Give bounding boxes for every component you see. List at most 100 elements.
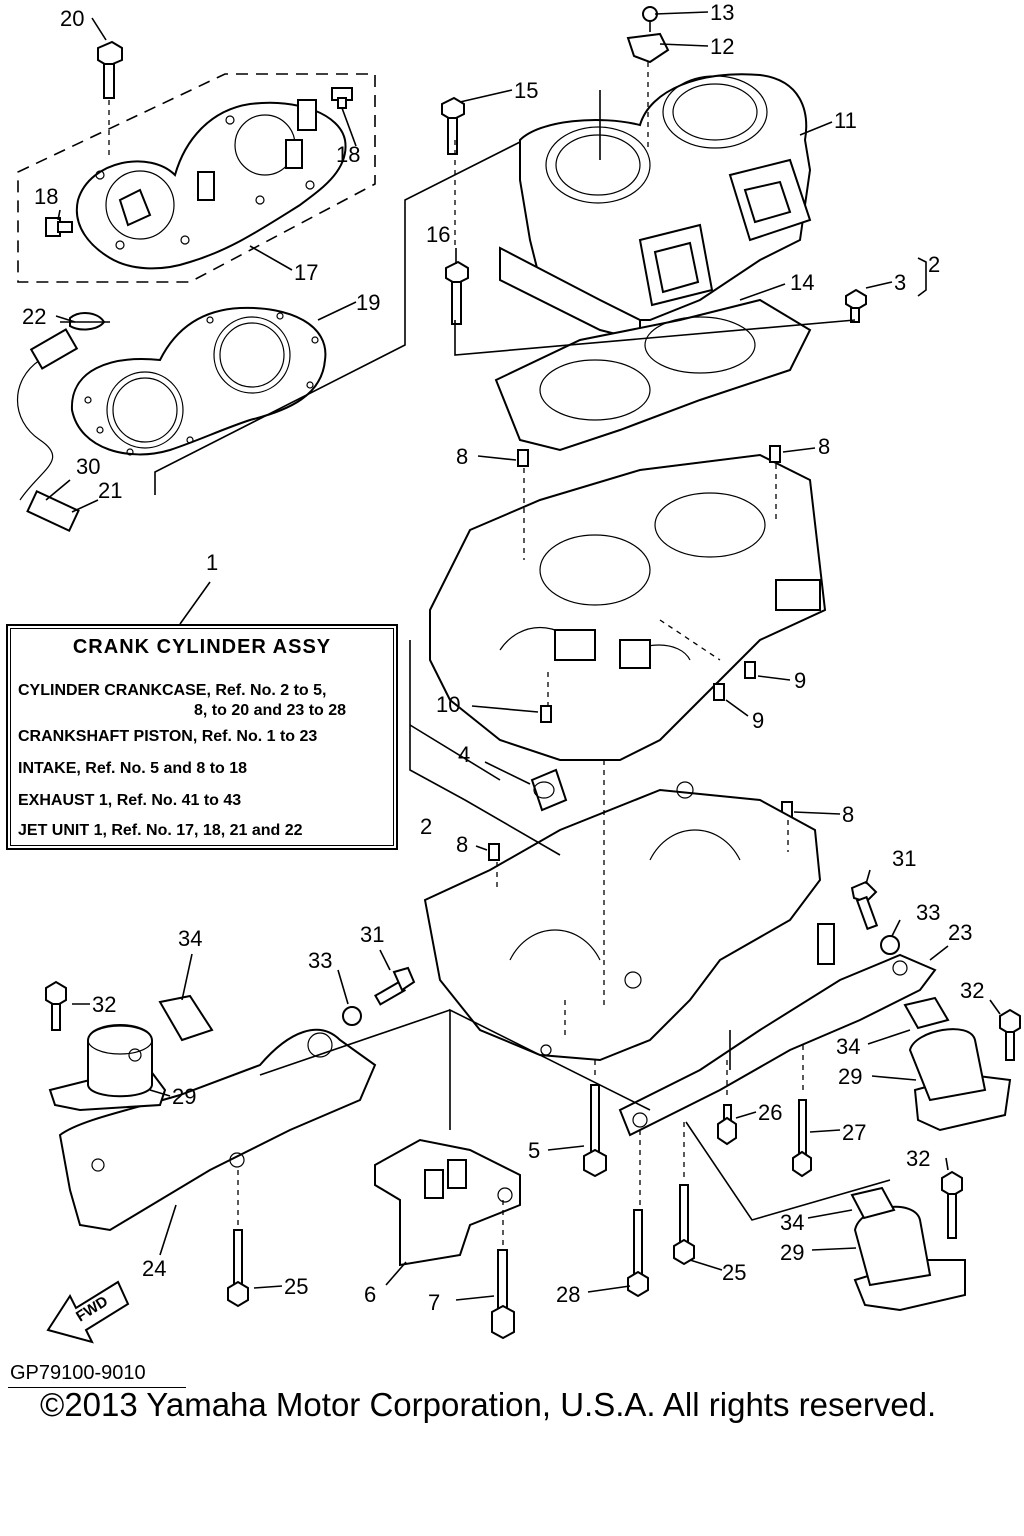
bolt-32-right-lower xyxy=(941,1170,963,1239)
callout-2-top: 2 xyxy=(928,252,940,277)
dowel-8b xyxy=(769,445,781,463)
bolt-7 xyxy=(491,1249,515,1340)
callout-7: 7 xyxy=(428,1290,440,1315)
callout-34-right-lower: 34 xyxy=(780,1210,804,1235)
callout-30: 30 xyxy=(76,454,100,479)
callout-15: 15 xyxy=(514,78,538,103)
bolt-15 xyxy=(441,96,465,155)
callout-31-left: 31 xyxy=(360,922,384,947)
crankcase-lower xyxy=(423,781,822,1062)
bolt-16 xyxy=(445,260,469,325)
callout-32-right-upper: 32 xyxy=(960,978,984,1003)
callout-2-mid: 2 xyxy=(420,814,432,839)
callout-22: 22 xyxy=(22,304,46,329)
document-code: GP79100-9010 xyxy=(10,1362,146,1384)
callout-34-left: 34 xyxy=(178,926,202,951)
shim-34-right-lower xyxy=(850,1186,896,1220)
bolt-26 xyxy=(717,1104,737,1146)
callout-13: 13 xyxy=(710,0,734,25)
callout-16: 16 xyxy=(426,222,450,247)
washer-33-left xyxy=(342,1006,362,1026)
bolt-31-right xyxy=(850,880,879,931)
bracket-12 xyxy=(626,32,670,150)
callout-33-left: 33 xyxy=(308,948,332,973)
callout-20: 20 xyxy=(60,6,84,31)
leader-lines xyxy=(45,11,1001,1301)
callout-27: 27 xyxy=(842,1120,866,1145)
callout-23: 23 xyxy=(948,920,972,945)
screw-13 xyxy=(642,6,658,32)
crankcase-upper xyxy=(429,453,827,761)
bolt-5 xyxy=(583,1084,607,1178)
dowel-9b xyxy=(713,683,725,701)
dowel-10 xyxy=(540,705,552,723)
bolt-18-left xyxy=(45,217,73,237)
callout-28: 28 xyxy=(556,1282,580,1307)
assembly-line-5: EXHAUST 1, Ref. No. 41 to 43 xyxy=(18,792,242,809)
callout-14: 14 xyxy=(790,270,814,295)
bolt-25-right xyxy=(673,1184,695,1266)
callout-29-left: 29 xyxy=(172,1084,196,1109)
callout-11: 11 xyxy=(834,108,857,133)
callout-8-lower-right: 8 xyxy=(842,802,854,827)
washer-33-right xyxy=(880,935,900,955)
bolt-28 xyxy=(627,1209,649,1298)
callout-29-right-lower: 29 xyxy=(780,1240,804,1265)
fwd-arrow: FWD xyxy=(46,1280,130,1344)
callout-8-lower-left: 8 xyxy=(456,832,468,857)
callout-18-right: 18 xyxy=(336,142,360,167)
bolt-27 xyxy=(792,1099,812,1178)
callout-32-right-lower: 32 xyxy=(906,1146,930,1171)
head-gasket xyxy=(70,306,327,456)
assembly-line-6: JET UNIT 1, Ref. No. 17, 18, 21 and 22 xyxy=(18,822,303,839)
assembly-line-3: CRANKSHAFT PISTON, Ref. No. 1 to 23 xyxy=(18,728,318,745)
callout-24: 24 xyxy=(142,1256,166,1281)
rubber-mount-left xyxy=(48,1024,167,1112)
bolt-25-left xyxy=(227,1229,249,1308)
callout-25-left: 25 xyxy=(284,1274,308,1299)
rubber-mount-right-lower xyxy=(853,1205,966,1312)
bolt-31-left xyxy=(374,966,416,1006)
callout-4: 4 xyxy=(458,742,470,767)
bolt-32-left xyxy=(45,980,67,1031)
callout-10: 10 xyxy=(436,692,460,717)
callout-5: 5 xyxy=(528,1138,540,1163)
bushing-4 xyxy=(530,768,568,812)
callout-29-right-upper: 29 xyxy=(838,1064,862,1089)
callout-34-right-upper: 34 xyxy=(836,1034,860,1059)
callout-18-left: 18 xyxy=(34,184,58,209)
callout-31-right: 31 xyxy=(892,846,916,871)
callout-3: 3 xyxy=(894,270,906,295)
base-gasket xyxy=(494,298,812,452)
callout-9-upper: 9 xyxy=(794,668,806,693)
shim-34-right-upper xyxy=(903,996,950,1030)
callout-25-right: 25 xyxy=(722,1260,746,1285)
cylinder-block xyxy=(499,73,812,342)
bolt-3 xyxy=(845,288,867,323)
intake-manifold xyxy=(374,1138,521,1267)
callout-19: 19 xyxy=(356,290,380,315)
dowel-9a xyxy=(744,661,756,679)
document-code-underline xyxy=(8,1387,186,1388)
callout-12: 12 xyxy=(710,34,734,59)
callout-17: 17 xyxy=(294,260,318,285)
assembly-line-4: INTAKE, Ref. No. 5 and 8 to 18 xyxy=(18,760,248,777)
callout-8-top-right: 8 xyxy=(818,434,830,459)
shim-34-left xyxy=(158,994,214,1042)
callout-labels: 20 13 12 15 11 18 18 16 2 17 14 3 19 22 … xyxy=(22,0,984,1315)
callout-33-right: 33 xyxy=(916,900,940,925)
cooling-hose xyxy=(17,312,110,533)
rubber-mount-right-upper xyxy=(908,1028,1012,1132)
engine-mount-bracket-left xyxy=(58,1028,377,1232)
callout-8-top-left: 8 xyxy=(456,444,468,469)
bolt-18-right xyxy=(331,87,353,109)
callout-21: 21 xyxy=(98,478,122,503)
bolt-32-right-upper xyxy=(999,1008,1021,1061)
callout-1: 1 xyxy=(206,550,218,575)
assembly-line-1: CYLINDER CRANKCASE, Ref. No. 2 to 5, xyxy=(18,682,327,699)
dowel-8d xyxy=(488,843,500,861)
callout-26: 26 xyxy=(758,1100,782,1125)
dowel-8a xyxy=(517,449,529,467)
copyright-notice: ©2013 Yamaha Motor Corporation, U.S.A. A… xyxy=(40,1386,937,1423)
